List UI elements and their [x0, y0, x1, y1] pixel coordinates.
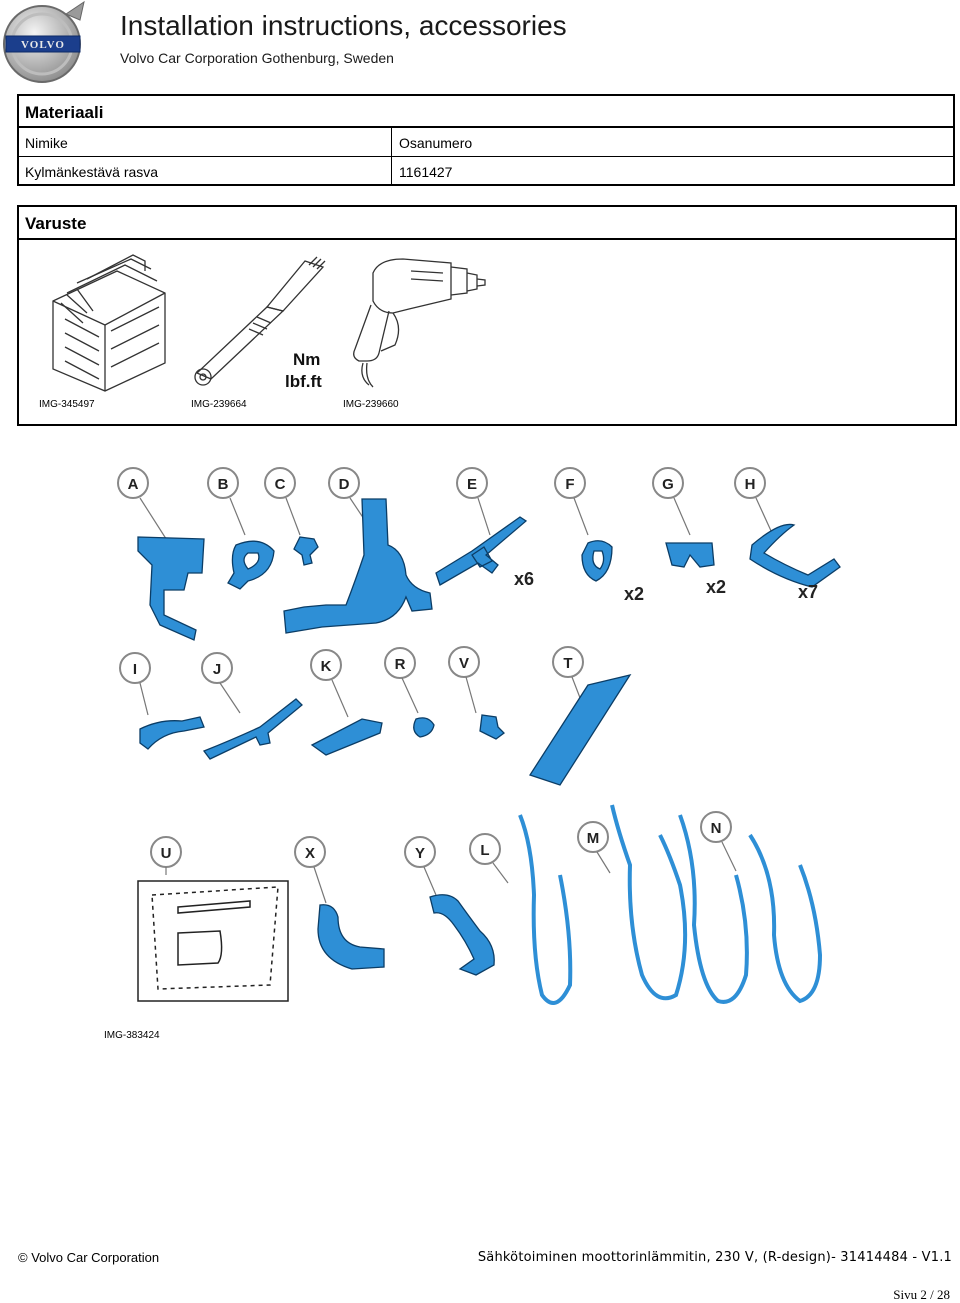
quantity-h: x7: [798, 582, 818, 602]
table-row: Kylmänkestävä rasva 1161427: [19, 157, 953, 186]
part-label-f: F: [565, 476, 574, 493]
page-number: Sivu 2 / 28: [893, 1287, 950, 1302]
part-label-circles: [117, 467, 766, 868]
drill-icon: [353, 258, 486, 388]
template-sheet: [137, 880, 289, 1002]
footer-copyright: © Volvo Car Corporation: [18, 1250, 160, 1265]
part-label-i: I: [133, 661, 137, 678]
part-label-d: D: [339, 476, 350, 493]
quantity-e: x6: [514, 569, 534, 589]
part-label-j: J: [213, 661, 221, 678]
image-caption: IMG-345497: [39, 399, 95, 410]
part-label-b: B: [218, 476, 229, 493]
materials-heading: Materiaali: [25, 103, 104, 122]
equipment-heading: Varuste: [25, 214, 87, 233]
part-label-t: T: [563, 655, 572, 672]
toolbox-icon: [52, 254, 166, 392]
part-label-a: A: [128, 476, 139, 493]
column-divider: [391, 128, 392, 186]
quantity-f: x2: [624, 584, 644, 604]
quantity-g: x2: [706, 577, 726, 597]
part-label-e: E: [467, 476, 477, 493]
part-label-k: K: [321, 658, 332, 675]
footer-doc-title: Sähkötoiminen moottorinlämmitin, 230 V, …: [477, 1250, 952, 1265]
part-label-n: N: [711, 820, 722, 837]
part-label-g: G: [662, 476, 674, 493]
materials-heading-row: Materiaali: [19, 96, 953, 128]
part-label-m: M: [587, 830, 600, 847]
parts-illustration: A B C D E F G H I J K R V T U X Y L M N: [117, 467, 841, 1005]
page-title: Installation instructions, accessories: [120, 10, 567, 41]
materials-table: Materiaali Nimike Osanumero Kylmänkestäv…: [17, 94, 955, 186]
part-label-x: X: [305, 845, 315, 862]
material-part-number: 1161427: [399, 164, 453, 180]
svg-text:VOLVO: VOLVO: [21, 39, 65, 51]
part-label-l: L: [480, 842, 489, 859]
part-label-c: C: [275, 476, 286, 493]
column-name-header: Nimike: [25, 135, 68, 151]
equipment-heading-row: Varuste: [19, 207, 955, 240]
torque-wrench-icon: Nm lbf.ft: [194, 256, 326, 391]
image-caption: IMG-383424: [104, 1030, 160, 1041]
volvo-logo: VOLVO: [3, 0, 85, 83]
materials-header-row: Nimike Osanumero: [19, 128, 953, 157]
material-name: Kylmänkestävä rasva: [25, 164, 159, 180]
image-caption: IMG-239664: [191, 399, 247, 410]
page-subtitle: Volvo Car Corporation Gothenburg, Sweden: [120, 50, 394, 66]
part-label-u: U: [161, 845, 172, 862]
image-caption: IMG-239660: [343, 399, 399, 410]
torque-unit-nm: Nm: [293, 350, 320, 369]
part-label-r: R: [395, 656, 406, 673]
part-label-y: Y: [415, 845, 425, 862]
parts-drawings: [137, 498, 841, 976]
part-label-h: H: [745, 476, 756, 493]
torque-unit-lbfft: lbf.ft: [285, 372, 322, 391]
part-label-v: V: [459, 655, 469, 672]
equipment-section: Varuste IMG-345497 Nm lbf.ft IMG-239664: [17, 205, 957, 426]
column-part-header: Osanumero: [399, 135, 473, 151]
